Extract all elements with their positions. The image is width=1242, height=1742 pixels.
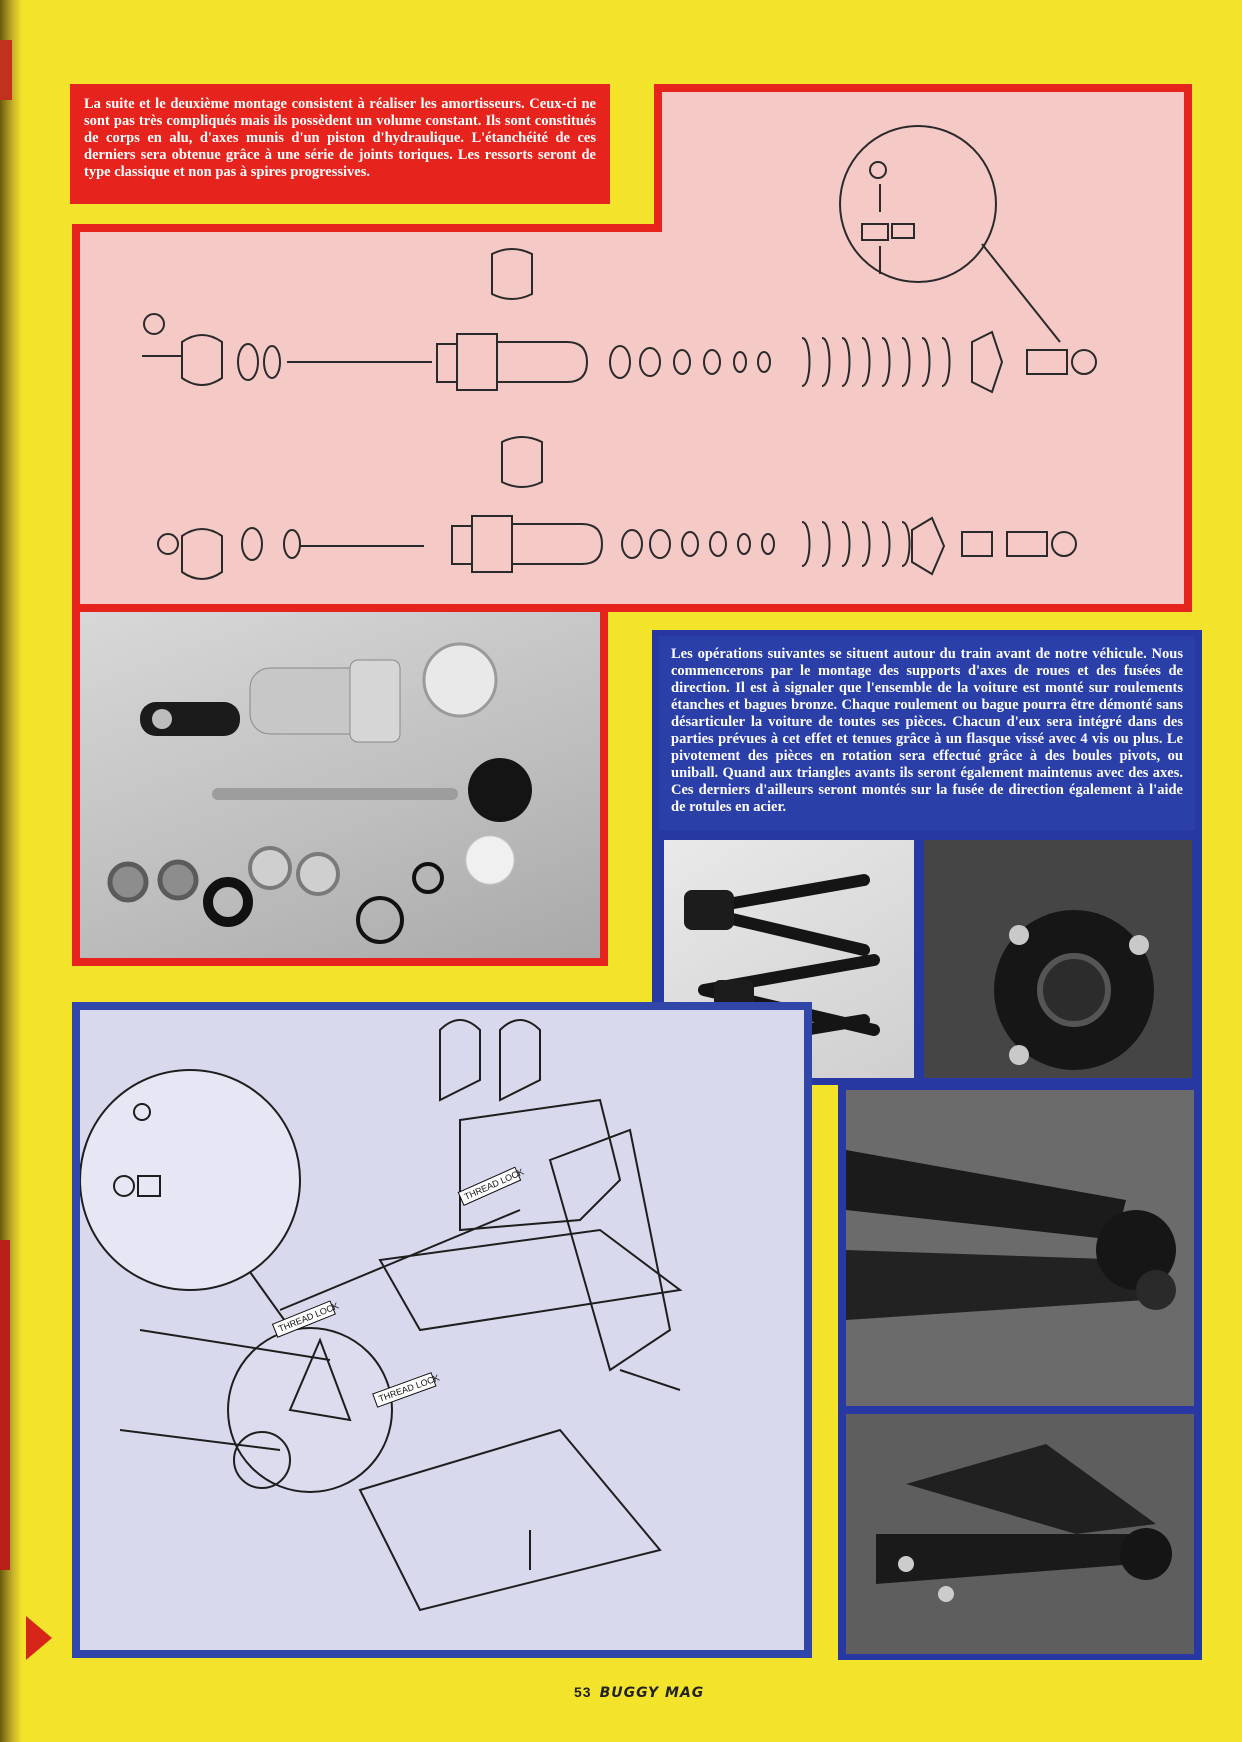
- front-assembly-frame: THREAD LOCK THREAD LOCK THREAD LOCK: [72, 1002, 812, 1658]
- shock-exploded-diagram: [72, 84, 1192, 612]
- intro-text-front-train: Les opérations suivantes se situent auto…: [659, 636, 1195, 830]
- magazine-name: BUGGY MAG: [599, 1685, 705, 1701]
- front-assembly-diagram: THREAD LOCK THREAD LOCK THREAD LOCK: [80, 1010, 804, 1650]
- front-arm-illustration: [846, 1414, 1194, 1654]
- intro-text-shocks: La suite et le deuxième montage consiste…: [70, 84, 610, 204]
- hub-illustration: [924, 840, 1192, 1078]
- shock-drawing: [142, 125, 1097, 580]
- photo-front-arm-2: [846, 1414, 1194, 1654]
- thread-lock-label: THREAD LOCK: [463, 1167, 526, 1202]
- spine-mark: [0, 40, 12, 100]
- page-footer: 53 BUGGY MAG: [574, 1684, 704, 1701]
- shock-parts-photo: [80, 612, 600, 958]
- front-assembly-drawing: THREAD LOCK THREAD LOCK THREAD LOCK: [80, 1019, 683, 1612]
- page-number: 53: [574, 1684, 592, 1700]
- photo-front-arm-1: [846, 1090, 1194, 1406]
- page-arrow-icon: [26, 1616, 52, 1660]
- photo-hub-closeup: [924, 840, 1192, 1078]
- spine-mark: [0, 1240, 10, 1570]
- front-arm-illustration: [846, 1090, 1194, 1406]
- shock-parts-illustration: [107, 642, 532, 944]
- shock-parts-photo-frame: [72, 604, 608, 966]
